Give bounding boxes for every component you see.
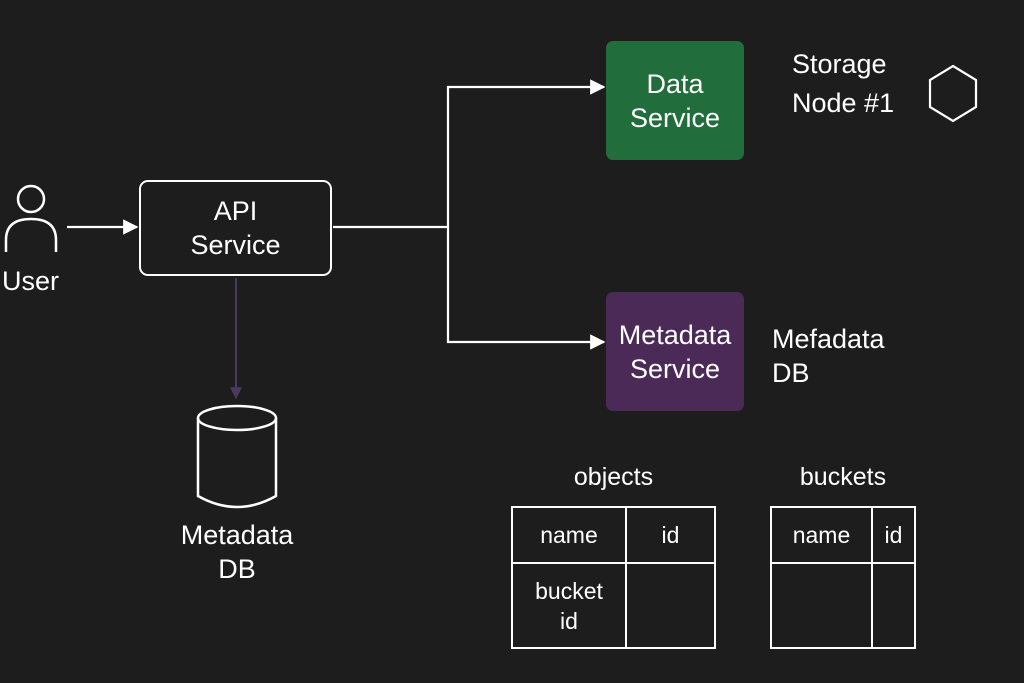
objects-header-name: name <box>540 522 598 548</box>
api-service-label-line1: API <box>213 196 258 226</box>
metadata-service-label-line2: Service <box>629 353 721 384</box>
storage-node-label-line1: Storage <box>792 49 887 79</box>
buckets-table-title: buckets <box>799 463 887 491</box>
metadata-db-left-line1: Metadata <box>180 520 294 550</box>
buckets-header-id: id <box>884 522 903 548</box>
storage-node-label-line2: Node #1 <box>792 88 895 118</box>
objects-cell-bucket-id-line1: bucket <box>535 577 603 604</box>
objects-table-title: objects <box>573 463 654 491</box>
user-label: User <box>2 266 60 296</box>
data-service-box[interactable]: Data Service <box>606 41 744 160</box>
objects-cell-bucket-id: bucket id <box>512 563 626 648</box>
buckets-table-grid <box>770 506 916 649</box>
metadata-service-label-line1: Metadata <box>618 319 732 350</box>
database-icon <box>196 404 278 509</box>
api-service-label-line2: Service <box>190 230 281 260</box>
buckets-header-name: name <box>792 522 851 548</box>
objects-table-grid <box>511 506 716 649</box>
metadata-db-right-line1: Mefadata <box>772 324 885 354</box>
api-service-box[interactable]: API Service <box>139 180 332 276</box>
data-service-label-line1: Data <box>646 68 704 99</box>
metadata-db-left-label: Metadata DB <box>156 518 318 586</box>
objects-header-id: id <box>661 522 680 548</box>
metadata-db-right-line2: DB <box>772 358 810 388</box>
data-service-label-line2: Service <box>629 102 721 133</box>
arrow-to-metadata-service <box>446 227 606 350</box>
metadata-db-left-line2: DB <box>218 554 256 584</box>
arrow-to-data-service <box>446 79 606 227</box>
storage-node-label: Storage Node #1 <box>792 47 894 120</box>
user-icon <box>4 184 58 252</box>
metadata-service-box[interactable]: Metadata Service <box>606 292 744 411</box>
metadata-db-right-label: Mefadata DB <box>772 322 885 390</box>
objects-cell-bucket-id-line2: id <box>560 607 578 634</box>
storage-node-hexagon-icon <box>928 64 978 123</box>
